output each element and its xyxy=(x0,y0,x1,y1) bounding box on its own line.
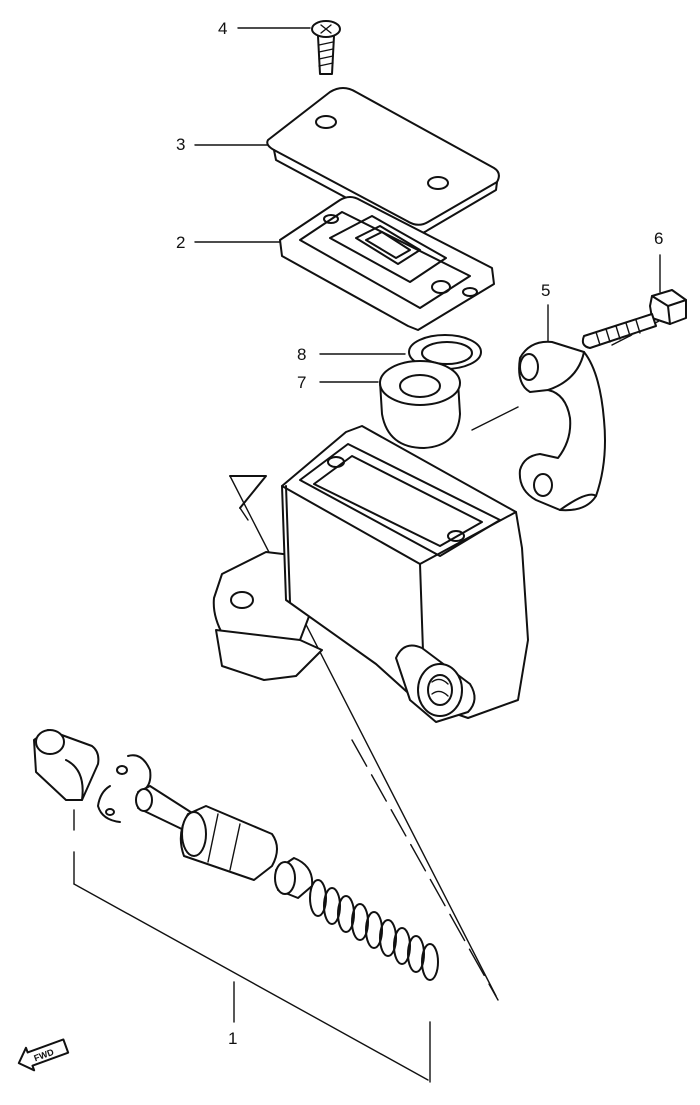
leader-lines xyxy=(194,27,666,431)
fwd-marker: FWD xyxy=(17,1038,70,1072)
master-cylinder-body xyxy=(212,425,529,997)
part-6-bolt xyxy=(581,289,687,349)
part-7-seal xyxy=(379,360,461,449)
callout-labels: 4 3 2 6 5 8 7 1 xyxy=(176,19,663,1048)
callout-7: 7 xyxy=(297,373,306,392)
callout-4: 4 xyxy=(218,19,227,38)
part-5-clamp xyxy=(518,340,606,512)
return-spring xyxy=(309,879,439,981)
callout-1: 1 xyxy=(228,1029,237,1048)
callout-6: 6 xyxy=(654,229,663,248)
callout-3: 3 xyxy=(176,135,185,154)
part-2-diaphragm xyxy=(279,196,495,331)
fwd-arrow-icon xyxy=(17,1038,70,1072)
callout-2: 2 xyxy=(176,233,185,252)
callout-5: 5 xyxy=(541,281,550,300)
callout-8: 8 xyxy=(297,345,306,364)
part-4-screw xyxy=(311,20,341,75)
piston-kit xyxy=(33,729,439,1083)
